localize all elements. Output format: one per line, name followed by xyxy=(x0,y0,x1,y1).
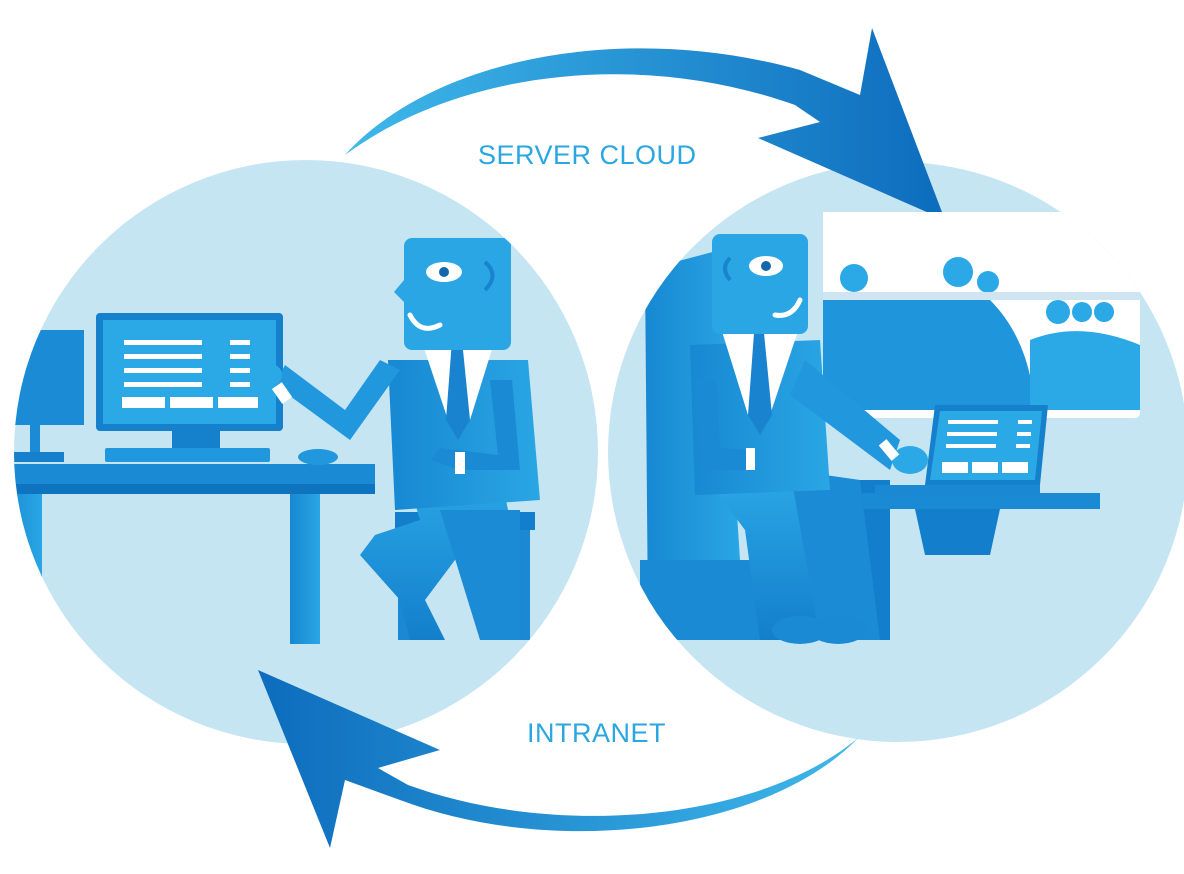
keyboard xyxy=(105,448,270,462)
left-person-arm xyxy=(275,360,400,440)
top-arrow xyxy=(345,28,945,220)
desk-leg-right xyxy=(290,494,320,644)
right-person-tie xyxy=(748,333,772,435)
bottom-arrow xyxy=(258,670,858,848)
tray-table xyxy=(805,493,1100,509)
server-cloud-label: SERVER CLOUD xyxy=(478,140,697,170)
tablet xyxy=(875,405,1048,495)
desk-leg-left xyxy=(14,494,42,644)
desk-top xyxy=(14,464,375,484)
right-person-arm xyxy=(790,360,900,470)
intranet-label: INTRANET xyxy=(527,718,666,748)
right-scene xyxy=(640,212,1140,644)
monitor-screen-lines xyxy=(122,340,258,408)
left-person-tie xyxy=(446,340,470,440)
left-person-head xyxy=(404,238,511,350)
right-person-head xyxy=(712,234,808,334)
mouse xyxy=(298,449,338,465)
plane-window xyxy=(823,212,1140,418)
left-back-monitor xyxy=(14,330,84,425)
